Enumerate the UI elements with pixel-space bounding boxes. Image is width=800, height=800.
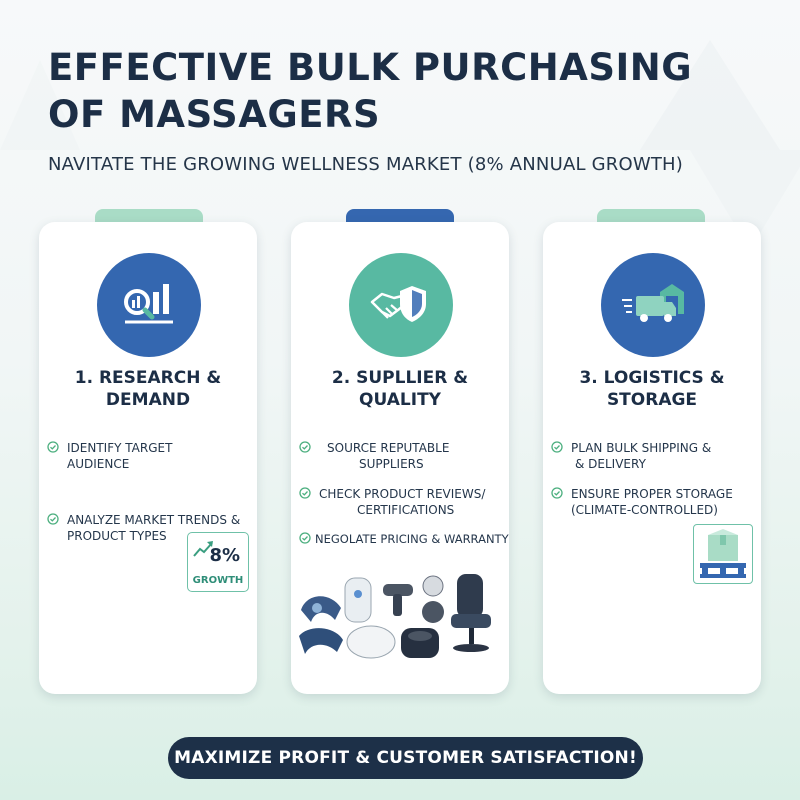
check-circle-icon xyxy=(299,532,311,544)
bullet-item: CHECK PRODUCT REVIEWS/CERTIFICATIONS xyxy=(299,486,505,518)
bullet-item: ENSURE PROPER STORAGE(CLIMATE-CONTROLLED… xyxy=(551,486,757,518)
bullet-item: ANALYZE MARKET TRENDS &PRODUCT TYPES xyxy=(47,512,253,544)
call-to-action-banner: MAXIMIZE PROFIT & CUSTOMER SATISFACTION! xyxy=(168,737,643,779)
page-title: EFFECTIVE BULK PURCHASING OF MASSAGERS xyxy=(48,46,693,136)
check-circle-icon xyxy=(551,441,563,453)
growth-label: GROWTH xyxy=(192,575,244,586)
card-title: 1. RESEARCH & DEMAND xyxy=(74,368,222,410)
bullet-item: NEGOLATE PRICING & WARRANTY xyxy=(299,531,509,547)
pallet-box-icon xyxy=(693,524,753,584)
card-logistics-storage: 3. LOGISTICS & STORAGE PLAN BULK SHIPPIN… xyxy=(543,222,761,694)
growth-value: 8% xyxy=(209,545,240,566)
check-circle-icon xyxy=(47,441,59,453)
delivery-truck-warehouse-icon xyxy=(601,253,705,357)
check-circle-icon xyxy=(47,513,59,525)
massager-products-image xyxy=(299,574,491,659)
check-circle-icon xyxy=(299,441,311,453)
handshake-shield-icon xyxy=(349,253,453,357)
card-title: 2. SUPLLIER & QUALITY xyxy=(331,368,469,410)
page-subtitle: NAVITATE THE GROWING WELLNESS MARKET (8%… xyxy=(48,154,683,175)
card-title: 3. LOGISTICS & STORAGE xyxy=(579,368,725,410)
check-circle-icon xyxy=(551,487,563,499)
growth-badge: 8% GROWTH xyxy=(187,532,249,592)
bullet-item: PLAN BULK SHIPPING && DELIVERY xyxy=(551,440,757,472)
chart-magnifier-icon xyxy=(97,253,201,357)
check-circle-icon xyxy=(299,487,311,499)
trend-up-icon xyxy=(193,541,213,557)
